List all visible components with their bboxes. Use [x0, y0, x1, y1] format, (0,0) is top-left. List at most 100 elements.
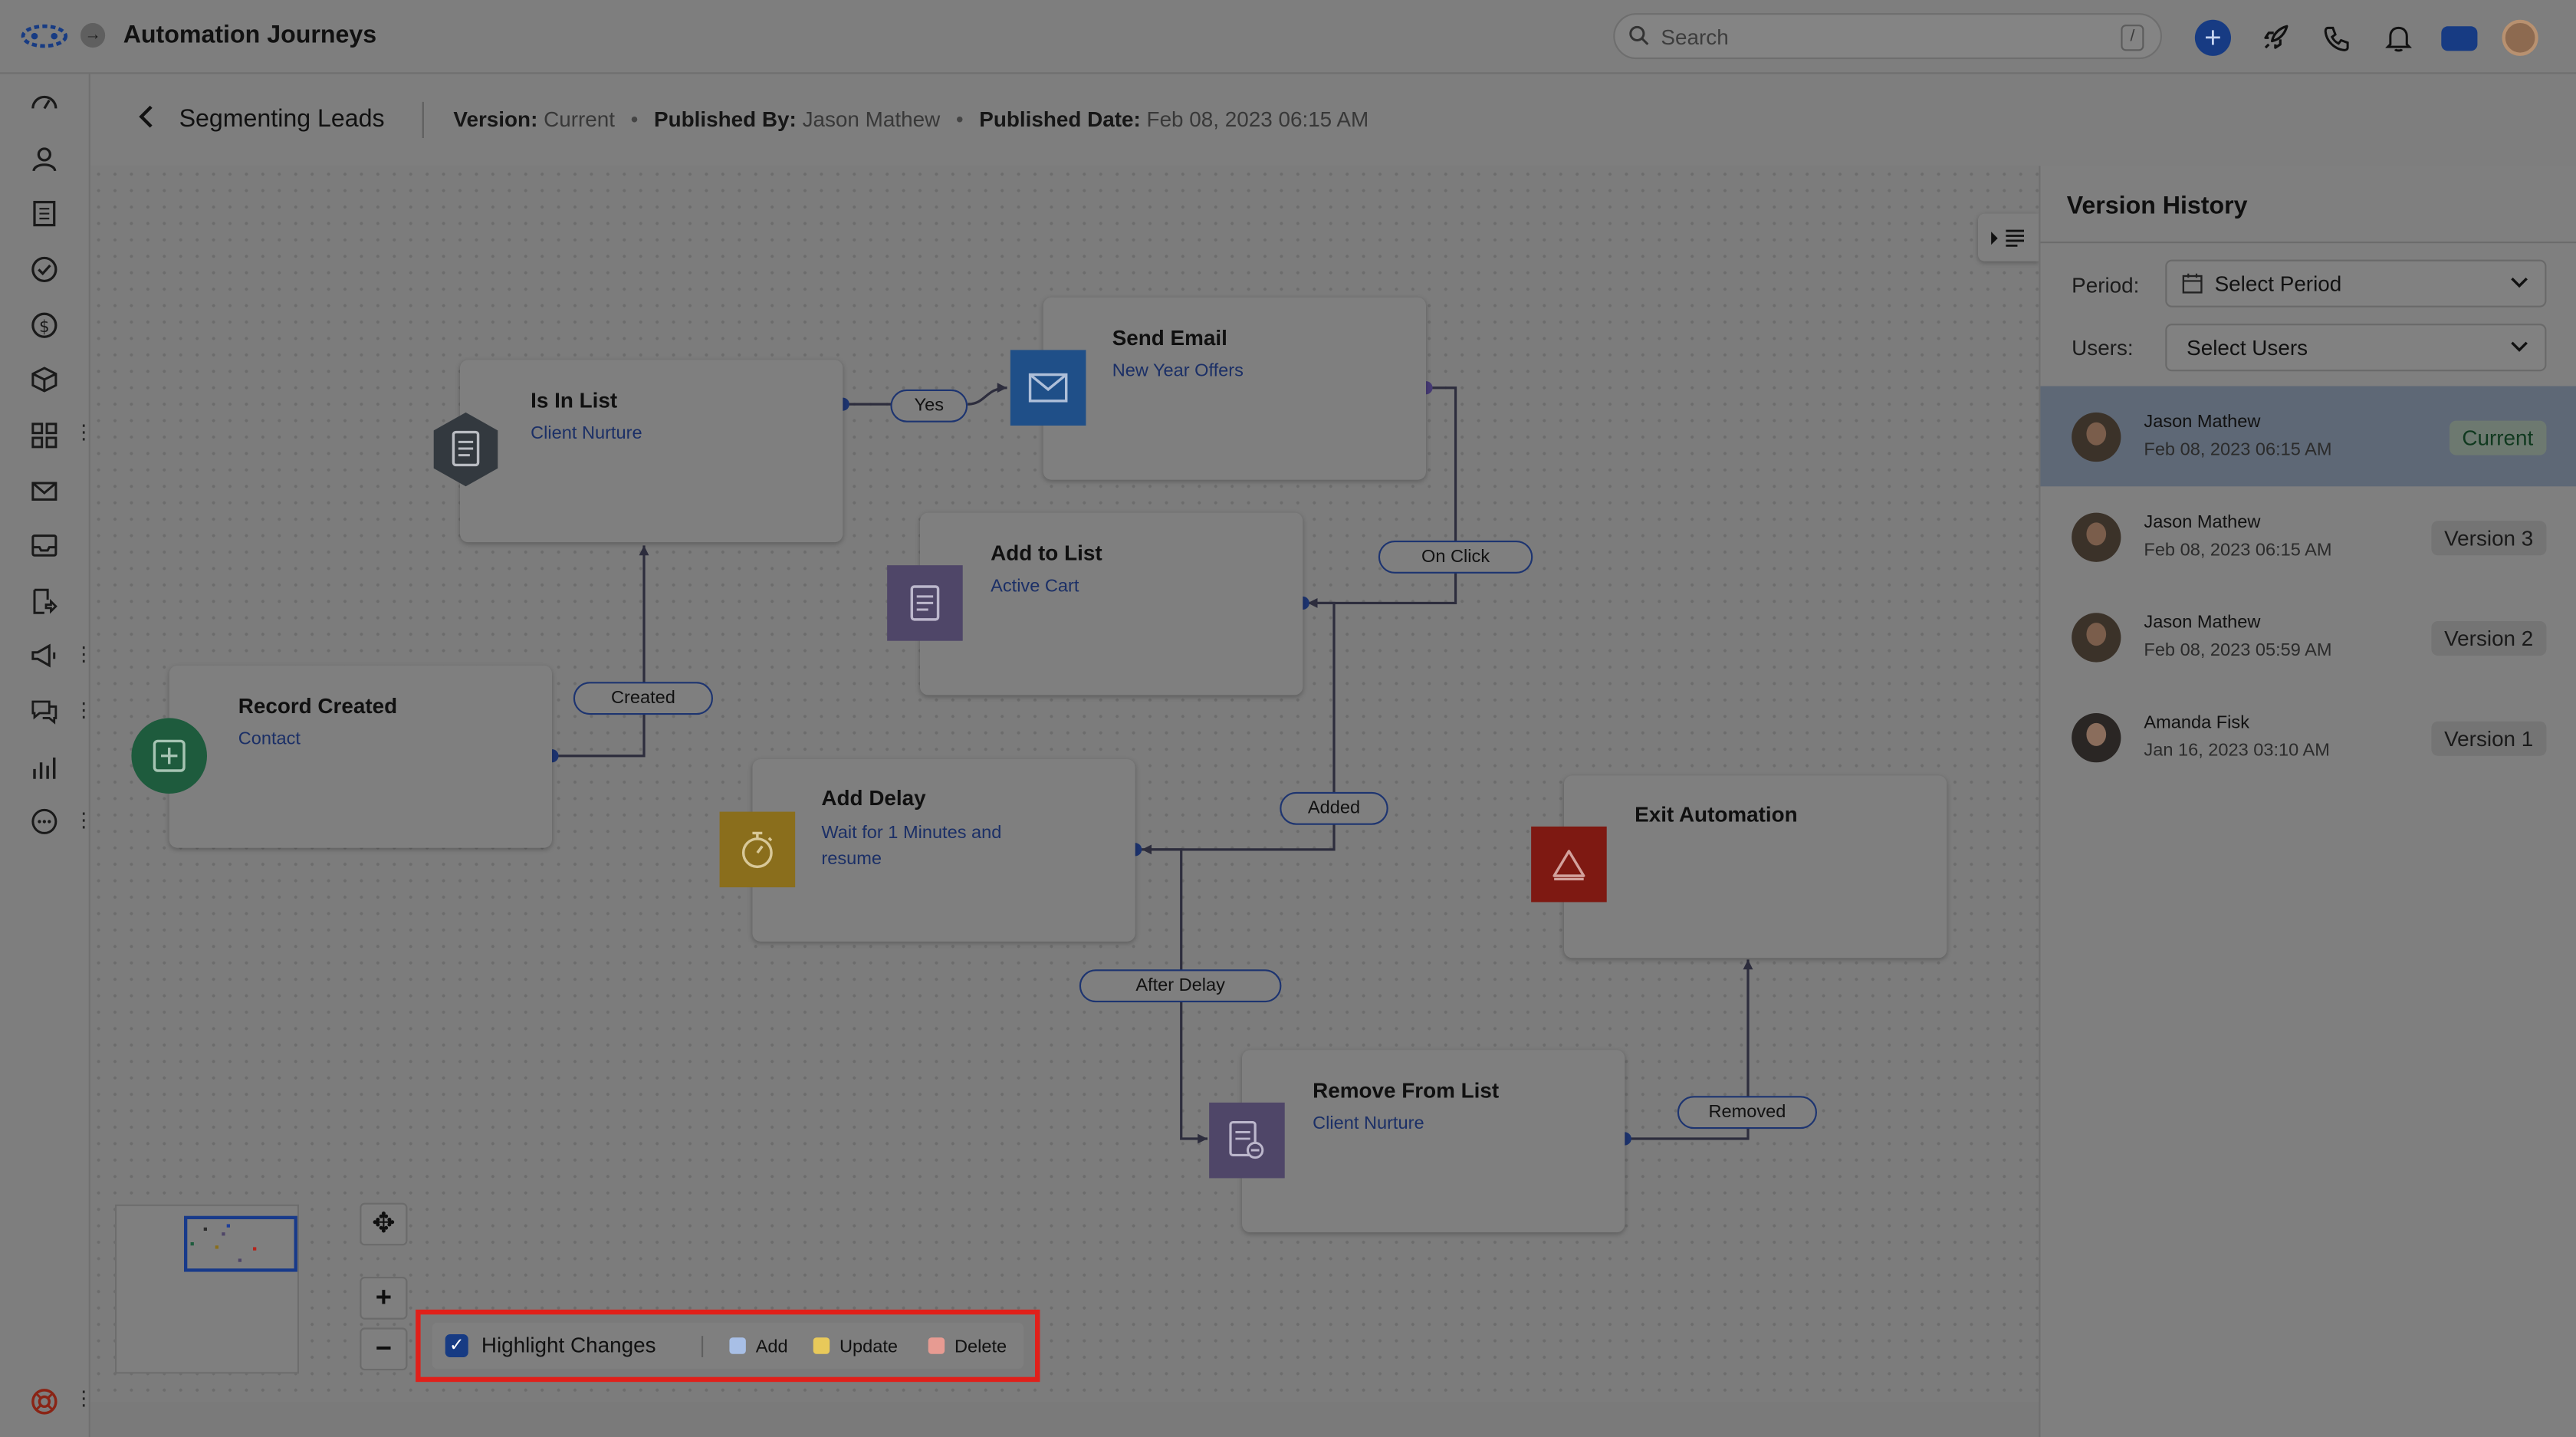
apps-more-icon[interactable]: ⋮ — [74, 420, 94, 444]
node-record-created[interactable]: Record Created Contact — [169, 665, 552, 848]
apps-icon[interactable] — [30, 421, 60, 451]
fit-view-button[interactable]: ✥ — [360, 1202, 408, 1246]
users-select-value: Select Users — [2187, 335, 2308, 360]
node-subtitle: Wait for 1 Minutes and resume — [821, 823, 1002, 870]
period-select[interactable]: Select Period — [2165, 259, 2547, 307]
more-more-icon[interactable]: ⋮ — [74, 808, 94, 832]
deals-icon[interactable]: $ — [30, 311, 60, 340]
rocket-button[interactable] — [2257, 20, 2293, 56]
user-avatar-button[interactable] — [2502, 19, 2538, 56]
minimap-viewport[interactable] — [184, 1215, 297, 1272]
notifications-button[interactable] — [2380, 20, 2417, 56]
edge-sendemail-to-addtolist — [1307, 386, 1457, 608]
bell-icon — [2385, 25, 2412, 51]
bot-icon — [2441, 25, 2478, 51]
chevron-down-icon — [2511, 278, 2528, 288]
exit-warning-icon — [1531, 826, 1607, 903]
published-date-value: Feb 08, 2023 06:15 AM — [1146, 107, 1369, 132]
node-send-email[interactable]: Send Email New Year Offers — [1043, 297, 1426, 480]
bot-button[interactable] — [2441, 20, 2478, 56]
version-history-panel: Version History Period: Select Period Us… — [2039, 166, 2576, 1437]
phone-button[interactable] — [2318, 20, 2354, 56]
tasks-icon[interactable] — [30, 255, 60, 284]
email-icon[interactable] — [30, 476, 60, 506]
version-row-1[interactable]: Amanda Fisk Jan 16, 2023 03:10 AM Versio… — [2040, 687, 2576, 788]
svg-text:$: $ — [39, 317, 50, 337]
campaigns-icon[interactable] — [30, 641, 60, 671]
journeys-icon[interactable] — [30, 587, 60, 617]
more-icon[interactable] — [30, 807, 60, 837]
minimap[interactable] — [115, 1204, 299, 1374]
node-remove-from-list[interactable]: Remove From List Client Nurture — [1242, 1050, 1625, 1233]
legend-divider — [702, 1336, 704, 1357]
node-title: Remove From List — [1313, 1077, 1500, 1103]
version-row-2[interactable]: Jason Mathew Feb 08, 2023 05:59 AM Versi… — [2040, 587, 2576, 687]
chat-more-icon[interactable]: ⋮ — [74, 698, 94, 722]
avatar — [2072, 713, 2121, 763]
version-row-3[interactable]: Jason Mathew Feb 08, 2023 06:15 AM Versi… — [2040, 486, 2576, 587]
published-by-label: Published By: — [654, 107, 797, 132]
edge-label-after-delay[interactable]: After Delay — [1079, 969, 1282, 1003]
switch-app-icon[interactable]: → — [80, 23, 106, 48]
highlight-changes-label[interactable]: Highlight Changes — [481, 1332, 656, 1357]
version-badge: Current — [2449, 420, 2547, 455]
legend-add-label: Add — [755, 1337, 788, 1357]
app-logo-icon[interactable] — [20, 21, 69, 51]
zoom-in-button[interactable]: + — [360, 1277, 408, 1320]
node-subtitle: Contact — [238, 729, 301, 750]
period-label: Period: — [2072, 272, 2140, 298]
edge-addtolist-to-adddelay — [1142, 601, 1336, 855]
app-title: Automation Journeys — [123, 21, 377, 50]
edge-label-created[interactable]: Created — [573, 682, 713, 715]
node-add-to-list[interactable]: Add to List Active Cart — [920, 512, 1303, 695]
version-badge: Version 2 — [2430, 621, 2547, 656]
panel-divider — [2040, 242, 2576, 244]
dashboard-icon[interactable] — [30, 89, 60, 119]
period-select-value: Select Period — [2214, 271, 2342, 296]
flow-canvas[interactable]: Is In List Client Nurture Send Email New… — [90, 166, 2039, 1402]
node-title: Is In List — [531, 387, 618, 413]
quick-add-button[interactable]: + — [2194, 19, 2231, 56]
version-author: Jason Mathew — [2144, 512, 2261, 533]
edge-label-removed[interactable]: Removed — [1677, 1096, 1817, 1130]
canvas-bottom-strip — [90, 1401, 2039, 1437]
help-icon[interactable] — [30, 1387, 60, 1417]
edge-isinlist-to-sendemail — [843, 388, 1007, 406]
highlight-changes-checkbox[interactable]: ✓ — [445, 1334, 468, 1357]
node-title: Send Email — [1112, 325, 1227, 350]
back-chevron-icon[interactable] — [136, 104, 156, 130]
inbox-icon[interactable] — [30, 531, 60, 561]
avatar — [2072, 412, 2121, 462]
reports-icon[interactable] — [30, 752, 60, 782]
zoom-out-button[interactable]: − — [360, 1327, 408, 1371]
legend-delete-label: Delete — [955, 1337, 1007, 1357]
edge-label-on-click[interactable]: On Click — [1378, 541, 1533, 574]
chevron-down-icon — [2511, 341, 2528, 352]
edge-label-added[interactable]: Added — [1280, 791, 1388, 825]
campaigns-more-icon[interactable]: ⋮ — [74, 642, 94, 666]
journey-name: Segmenting Leads — [179, 105, 385, 133]
avatar — [2072, 613, 2121, 663]
highlight-changes-panel: ✓ Highlight Changes Add Update Delete — [432, 1323, 1024, 1369]
edge-label-yes[interactable]: Yes — [890, 389, 968, 423]
version-date: Feb 08, 2023 05:59 AM — [2144, 640, 2332, 661]
node-subtitle: Client Nurture — [531, 423, 642, 444]
version-row-current[interactable]: Jason Mathew Feb 08, 2023 06:15 AM Curre… — [2040, 386, 2576, 487]
companies-icon[interactable] — [30, 199, 60, 229]
help-more-icon[interactable]: ⋮ — [74, 1386, 94, 1410]
version-meta: Version: Current • Published By: Jason M… — [453, 107, 1368, 131]
search-input[interactable]: Search / — [1613, 13, 2162, 60]
node-exit-automation[interactable]: Exit Automation — [1563, 775, 1947, 959]
users-select[interactable]: Select Users — [2165, 324, 2547, 372]
version-author: Jason Mathew — [2144, 613, 2261, 633]
node-add-delay[interactable]: Add Delay Wait for 1 Minutes and resume — [752, 758, 1135, 942]
phone-icon — [2323, 25, 2348, 51]
chat-icon[interactable] — [30, 697, 60, 727]
contacts-icon[interactable] — [30, 145, 60, 175]
node-is-in-list[interactable]: Is In List Client Nurture — [460, 360, 843, 543]
legend-delete: Delete — [928, 1337, 1007, 1357]
list-check-icon — [427, 411, 504, 488]
products-icon[interactable] — [30, 365, 60, 395]
panel-toggle-button[interactable] — [1978, 213, 2039, 261]
